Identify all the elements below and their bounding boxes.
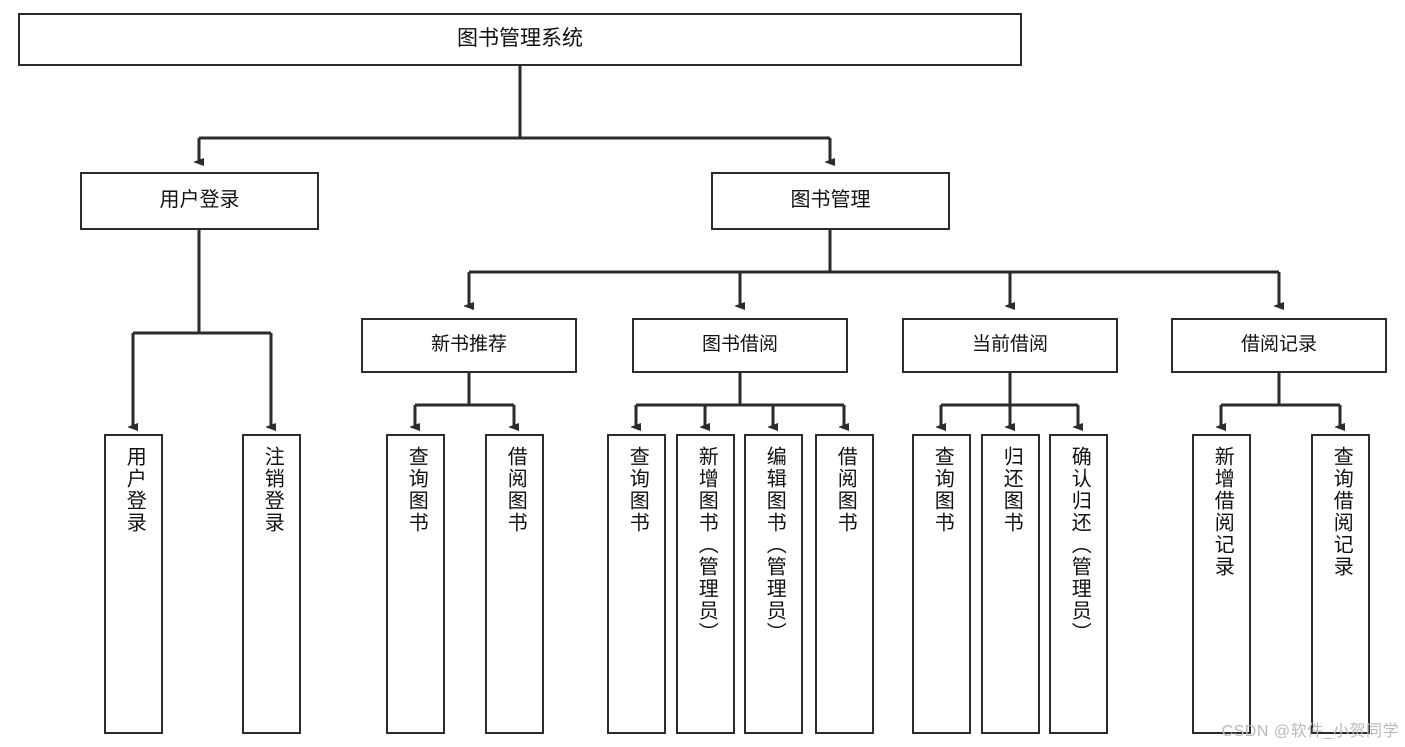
leaf-bb-borrow-book-label: 借阅图书 bbox=[834, 446, 857, 534]
leaf-cb-query-book[interactable]: 查询图书 bbox=[912, 434, 971, 734]
node-new-book-recommend-label: 新书推荐 bbox=[430, 334, 507, 356]
leaf-bb-borrow-book[interactable]: 借阅图书 bbox=[815, 434, 874, 734]
node-borrow-record[interactable]: 借阅记录 bbox=[1171, 318, 1387, 373]
leaf-cb-confirm-return-label: 确认归还（管理员） bbox=[1068, 446, 1091, 644]
leaf-bb-edit-book[interactable]: 编辑图书（管理员） bbox=[744, 434, 803, 734]
node-user-login-label: 用户登录 bbox=[159, 189, 240, 212]
node-root[interactable]: 图书管理系统 bbox=[18, 13, 1022, 66]
leaf-logout[interactable]: 注销登录 bbox=[242, 434, 301, 734]
node-current-borrow[interactable]: 当前借阅 bbox=[902, 318, 1118, 373]
leaf-bb-query-book-label: 查询图书 bbox=[626, 446, 649, 534]
leaf-bb-add-book[interactable]: 新增图书（管理员） bbox=[676, 434, 735, 734]
node-root-label: 图书管理系统 bbox=[457, 27, 583, 51]
leaf-br-add-record-label: 新增借阅记录 bbox=[1211, 446, 1234, 578]
leaf-nb-borrow-book-label: 借阅图书 bbox=[504, 446, 527, 534]
leaf-user-login[interactable]: 用户登录 bbox=[104, 434, 163, 734]
node-book-borrow-label: 图书借阅 bbox=[701, 334, 778, 356]
leaf-cb-confirm-return[interactable]: 确认归还（管理员） bbox=[1049, 434, 1108, 734]
node-borrow-record-label: 借阅记录 bbox=[1240, 334, 1317, 356]
leaf-bb-query-book[interactable]: 查询图书 bbox=[607, 434, 666, 734]
leaf-bb-add-book-label: 新增图书（管理员） bbox=[695, 446, 718, 644]
node-current-borrow-label: 当前借阅 bbox=[971, 334, 1048, 356]
node-book-manage[interactable]: 图书管理 bbox=[711, 172, 950, 230]
watermark: CSDN @软件_小贺同学 bbox=[1221, 723, 1399, 740]
leaf-nb-query-book[interactable]: 查询图书 bbox=[386, 434, 445, 734]
leaf-cb-query-book-label: 查询图书 bbox=[931, 446, 954, 534]
leaf-br-query-record-label: 查询借阅记录 bbox=[1330, 446, 1353, 578]
leaf-br-query-record[interactable]: 查询借阅记录 bbox=[1311, 434, 1370, 734]
leaf-br-add-record[interactable]: 新增借阅记录 bbox=[1192, 434, 1251, 734]
leaf-nb-borrow-book[interactable]: 借阅图书 bbox=[485, 434, 544, 734]
leaf-logout-label: 注销登录 bbox=[261, 446, 284, 534]
leaf-cb-return-book[interactable]: 归还图书 bbox=[981, 434, 1040, 734]
leaf-cb-return-book-label: 归还图书 bbox=[1000, 446, 1023, 534]
leaf-bb-edit-book-label: 编辑图书（管理员） bbox=[763, 446, 786, 644]
node-book-manage-label: 图书管理 bbox=[790, 189, 871, 212]
node-user-login[interactable]: 用户登录 bbox=[80, 172, 319, 230]
leaf-nb-query-book-label: 查询图书 bbox=[405, 446, 428, 534]
node-book-borrow[interactable]: 图书借阅 bbox=[632, 318, 848, 373]
leaf-user-login-label: 用户登录 bbox=[123, 446, 146, 534]
node-new-book-recommend[interactable]: 新书推荐 bbox=[361, 318, 577, 373]
